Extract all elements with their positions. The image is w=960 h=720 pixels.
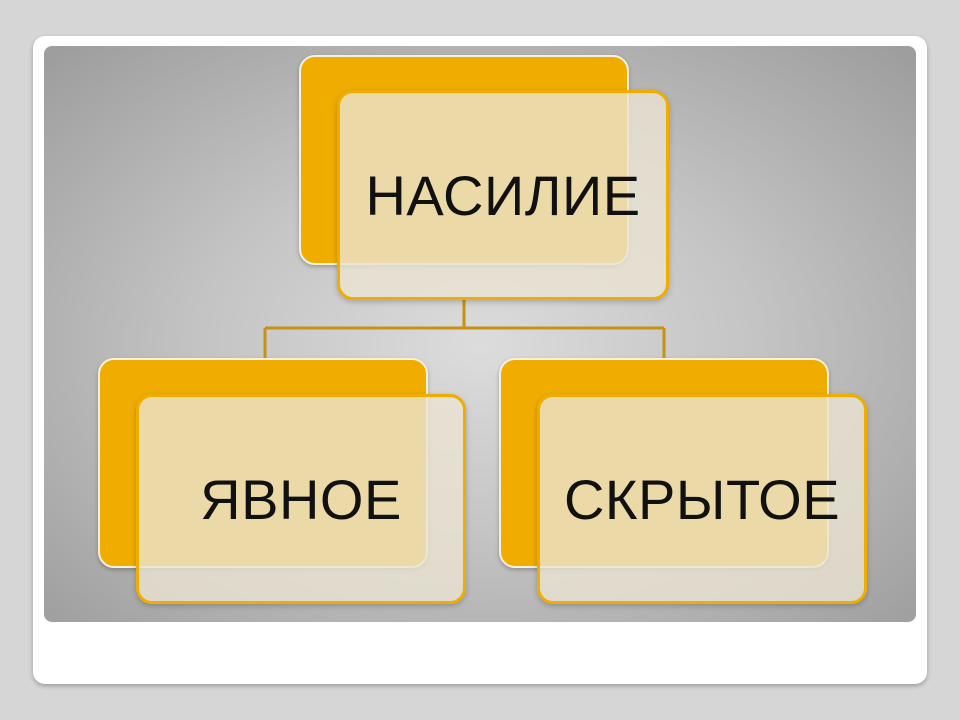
connector-lines [263, 298, 666, 358]
child-node-hidden-front-panel: СКРЫТОЕ [537, 394, 867, 604]
root-node-front-panel: НАСИЛИЕ [337, 90, 669, 300]
child-node-hidden: СКРЫТОЕ [499, 358, 867, 604]
child-node-explicit-label: ЯВНОЕ [200, 467, 402, 531]
root-node: НАСИЛИЕ [299, 55, 669, 300]
diagram-canvas: НАСИЛИЕ ЯВНОЕ СКРЫТОЕ [44, 46, 916, 622]
child-node-hidden-label: СКРЫТОЕ [563, 467, 841, 531]
child-node-explicit-front-panel: ЯВНОЕ [136, 394, 466, 604]
root-node-label: НАСИЛИЕ [365, 163, 641, 227]
child-node-explicit: ЯВНОЕ [98, 358, 466, 604]
